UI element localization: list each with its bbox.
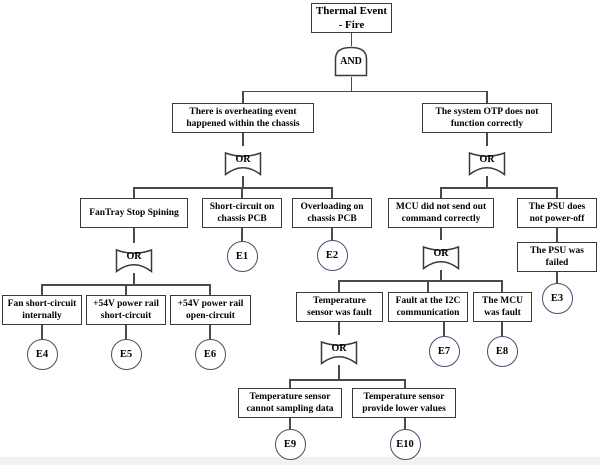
node-overloading-pcb: Overloading on chassis PCB [292,198,372,228]
node-thermal-event-fire: Thermal Event - Fire [311,3,392,33]
connector-line [133,273,135,286]
connector-line [125,284,127,296]
connector-line [133,228,135,243]
event-e8: E8 [486,335,518,367]
connector-line [440,228,442,240]
connector-line [556,187,558,199]
connector-line [289,379,406,381]
connector-line [338,280,503,282]
connector-line [486,133,488,146]
event-e4: E4 [26,338,58,370]
connector-line [501,280,503,293]
connector-line [289,379,291,389]
or-gate-label: OR [235,153,251,165]
connector-line [331,187,333,199]
connector-line [350,77,353,92]
or-gate-otp: OR [468,146,506,176]
connector-line [41,325,43,339]
connector-line [440,270,442,282]
node-temp-sensor-fault: Temperature sensor was fault [296,292,383,322]
connector-line [501,322,503,336]
node-temp-no-sampling: Temperature sensor cannot sampling data [238,388,342,418]
event-e6: E6 [194,338,226,370]
connector-line [41,284,43,296]
connector-line [289,418,291,429]
connector-line [440,187,442,199]
node-temp-lower-values: Temperature sensor provide lower values [352,388,456,418]
connector-line [242,91,244,103]
or-gate-mcu: OR [422,240,460,270]
connector-line [338,280,340,293]
node-mcu-fault: The MCU was fault [473,292,532,322]
connector-line [241,187,243,199]
node-rail-short-circuit: +54V power rail short-circuit [86,295,166,325]
node-i2c-fault: Fault at the I2C communication [388,292,468,322]
node-overheating-event: There is overheating event happened with… [172,103,314,133]
or-gate-label: OR [331,342,347,354]
event-e10: E10 [389,428,421,460]
node-short-circuit-pcb: Short-circuit on chassis PCB [202,198,282,228]
connector-line [427,280,429,293]
event-e1: E1 [226,240,258,272]
and-gate: AND [334,46,368,77]
connector-line [241,228,243,241]
event-e7: E7 [428,335,460,367]
connector-line [331,228,333,240]
node-rail-open-circuit: +54V power rail open-circuit [170,295,251,325]
and-gate-label: AND [340,56,362,67]
node-system-otp: The system OTP does not function correct… [422,103,552,133]
connector-line [338,322,340,335]
connector-line [350,33,353,46]
connector-line [209,284,211,296]
event-e5: E5 [110,338,142,370]
or-gate-temp-sensor: OR [320,335,358,365]
connector-line [125,325,127,339]
connector-line [486,176,488,189]
bottom-edge-strip [0,457,600,465]
connector-line [209,325,211,339]
node-fantray-stop: FanTray Stop Spining [80,198,188,228]
event-e9: E9 [274,428,306,460]
connector-line [133,187,333,189]
node-psu-failed: The PSU was failed [517,242,597,272]
connector-line [133,187,135,199]
event-e3: E3 [541,282,573,314]
connector-line [443,322,445,336]
or-gate-label: OR [126,250,142,262]
connector-line [404,418,406,429]
connector-line [440,187,558,189]
connector-line [242,133,244,146]
or-gate-label: OR [433,247,449,259]
node-fan-short-internal: Fan short-circuit internally [2,295,82,325]
connector-line [404,379,406,389]
event-e2: E2 [316,239,348,271]
or-gate-overheating: OR [224,146,262,176]
connector-line [242,176,244,189]
or-gate-fantray: OR [115,243,153,273]
connector-line [242,90,488,92]
connector-line [556,228,558,242]
node-mcu-command: MCU did not send out command correctly [388,198,494,228]
connector-line [338,365,340,381]
connector-line [486,91,488,103]
node-psu-no-poweroff: The PSU does not power-off [517,198,597,228]
connector-line [556,272,558,283]
or-gate-label: OR [479,153,495,165]
